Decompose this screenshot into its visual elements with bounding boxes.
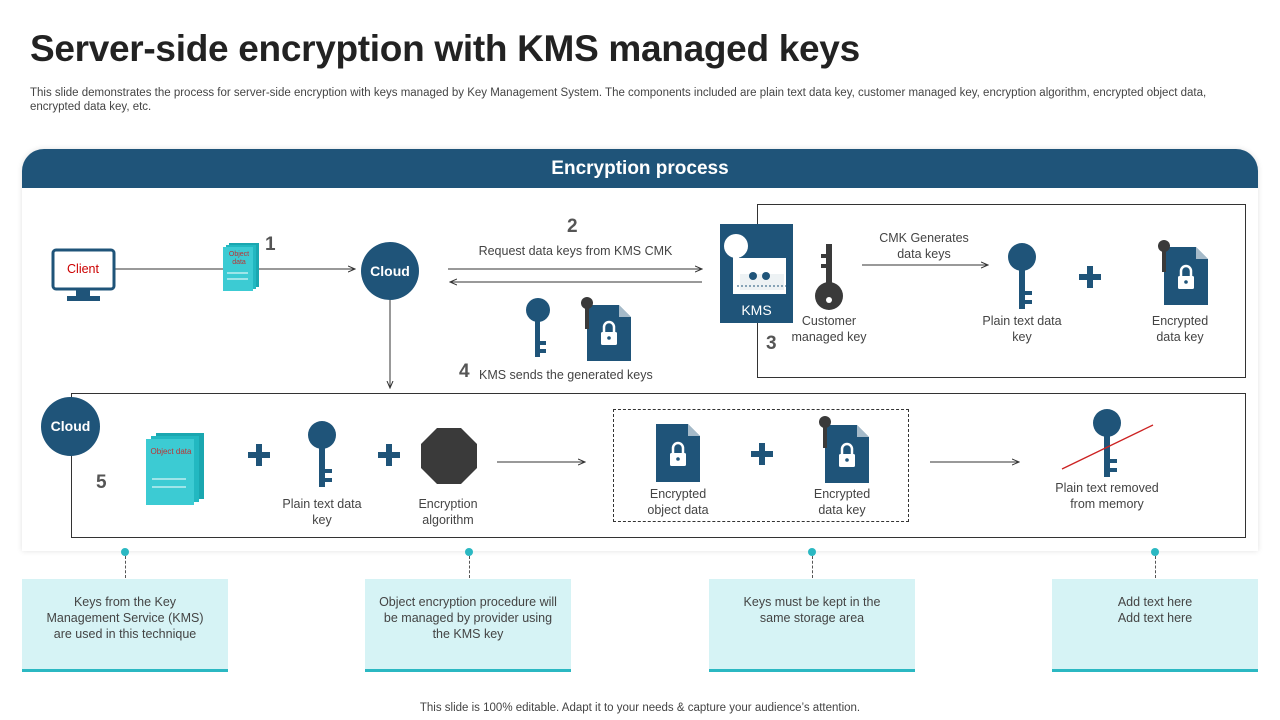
note-card: Keys from the Key Management Service (KM… bbox=[22, 579, 228, 672]
step-3-number: 3 bbox=[766, 333, 777, 354]
documents-icon bbox=[146, 433, 204, 505]
step-5-number: 5 bbox=[96, 472, 107, 493]
encrypted-data-key-label-bottom: Encrypted data key bbox=[813, 487, 871, 517]
crossed-key-icon bbox=[1061, 409, 1154, 477]
object-data-label: Object data bbox=[150, 447, 192, 456]
kms-server-icon bbox=[720, 224, 793, 323]
plain-text-removed-label: Plain text removed from memory bbox=[1055, 481, 1159, 511]
note-connector-line bbox=[1155, 556, 1156, 578]
note-card: Keys must be kept in the same storage ar… bbox=[709, 579, 915, 672]
note-connector-dot bbox=[808, 548, 816, 556]
customer-key-icon bbox=[815, 244, 843, 310]
step-2-label: Request data keys from KMS CMK bbox=[478, 244, 673, 258]
note-card: Object encryption procedure will be mana… bbox=[365, 579, 571, 672]
plus-icon bbox=[1079, 266, 1101, 288]
encrypted-group-box bbox=[613, 409, 909, 522]
encrypted-key-doc-icon bbox=[819, 416, 869, 483]
encrypted-key-doc-icon bbox=[581, 297, 631, 361]
plain-text-data-key-label-bottom: Plain text data key bbox=[282, 497, 362, 527]
documents-icon bbox=[223, 243, 259, 291]
cmk-generates-label: CMK Generates data keys bbox=[879, 231, 969, 261]
algorithm-octagon-icon bbox=[421, 428, 477, 484]
kms-label: KMS bbox=[741, 302, 772, 318]
step-4-label: KMS sends the generated keys bbox=[479, 368, 653, 382]
plain-key-icon bbox=[526, 298, 550, 357]
note-connector-dot bbox=[121, 548, 129, 556]
monitor-icon bbox=[51, 248, 116, 301]
note-connector-dot bbox=[465, 548, 473, 556]
footer-note: This slide is 100% editable. Adapt it to… bbox=[419, 702, 861, 714]
storage-region-box bbox=[71, 393, 1246, 538]
page-subtitle: This slide demonstrates the process for … bbox=[30, 87, 1207, 113]
note-connector-line bbox=[469, 556, 470, 578]
plus-icon bbox=[378, 444, 400, 466]
encrypted-data-key-label-top: Encrypted data key bbox=[1151, 314, 1209, 344]
step-1-number: 1 bbox=[265, 234, 276, 255]
step-2-number: 2 bbox=[567, 216, 578, 237]
encrypted-doc-icon bbox=[656, 424, 700, 482]
plain-key-icon bbox=[308, 421, 336, 487]
plain-key-icon bbox=[1008, 243, 1036, 309]
plus-icon bbox=[751, 443, 773, 465]
cloud-bottom-circle: Cloud bbox=[41, 397, 100, 456]
note-connector-dot bbox=[1151, 548, 1159, 556]
note-card: Add text here Add text here bbox=[1052, 579, 1258, 672]
encryption-panel bbox=[22, 149, 1258, 551]
encrypted-object-data-label: Encrypted object data bbox=[647, 487, 709, 517]
cloud-top-circle: Cloud bbox=[361, 242, 419, 300]
plain-text-data-key-label: Plain text data key bbox=[982, 314, 1062, 344]
client-label: Client bbox=[67, 262, 99, 276]
plus-icon bbox=[248, 444, 270, 466]
customer-managed-key-label: Customer managed key bbox=[791, 314, 867, 344]
object-data-label-small: Object data bbox=[228, 251, 250, 266]
note-connector-line bbox=[812, 556, 813, 578]
page-title: Server-side encryption with KMS managed … bbox=[30, 28, 860, 69]
encryption-algorithm-label: Encryption algorithm bbox=[418, 497, 478, 527]
note-connector-line bbox=[125, 556, 126, 578]
step-4-number: 4 bbox=[459, 361, 470, 382]
encrypted-key-doc-icon bbox=[1158, 240, 1208, 305]
panel-header: Encryption process bbox=[22, 149, 1258, 188]
